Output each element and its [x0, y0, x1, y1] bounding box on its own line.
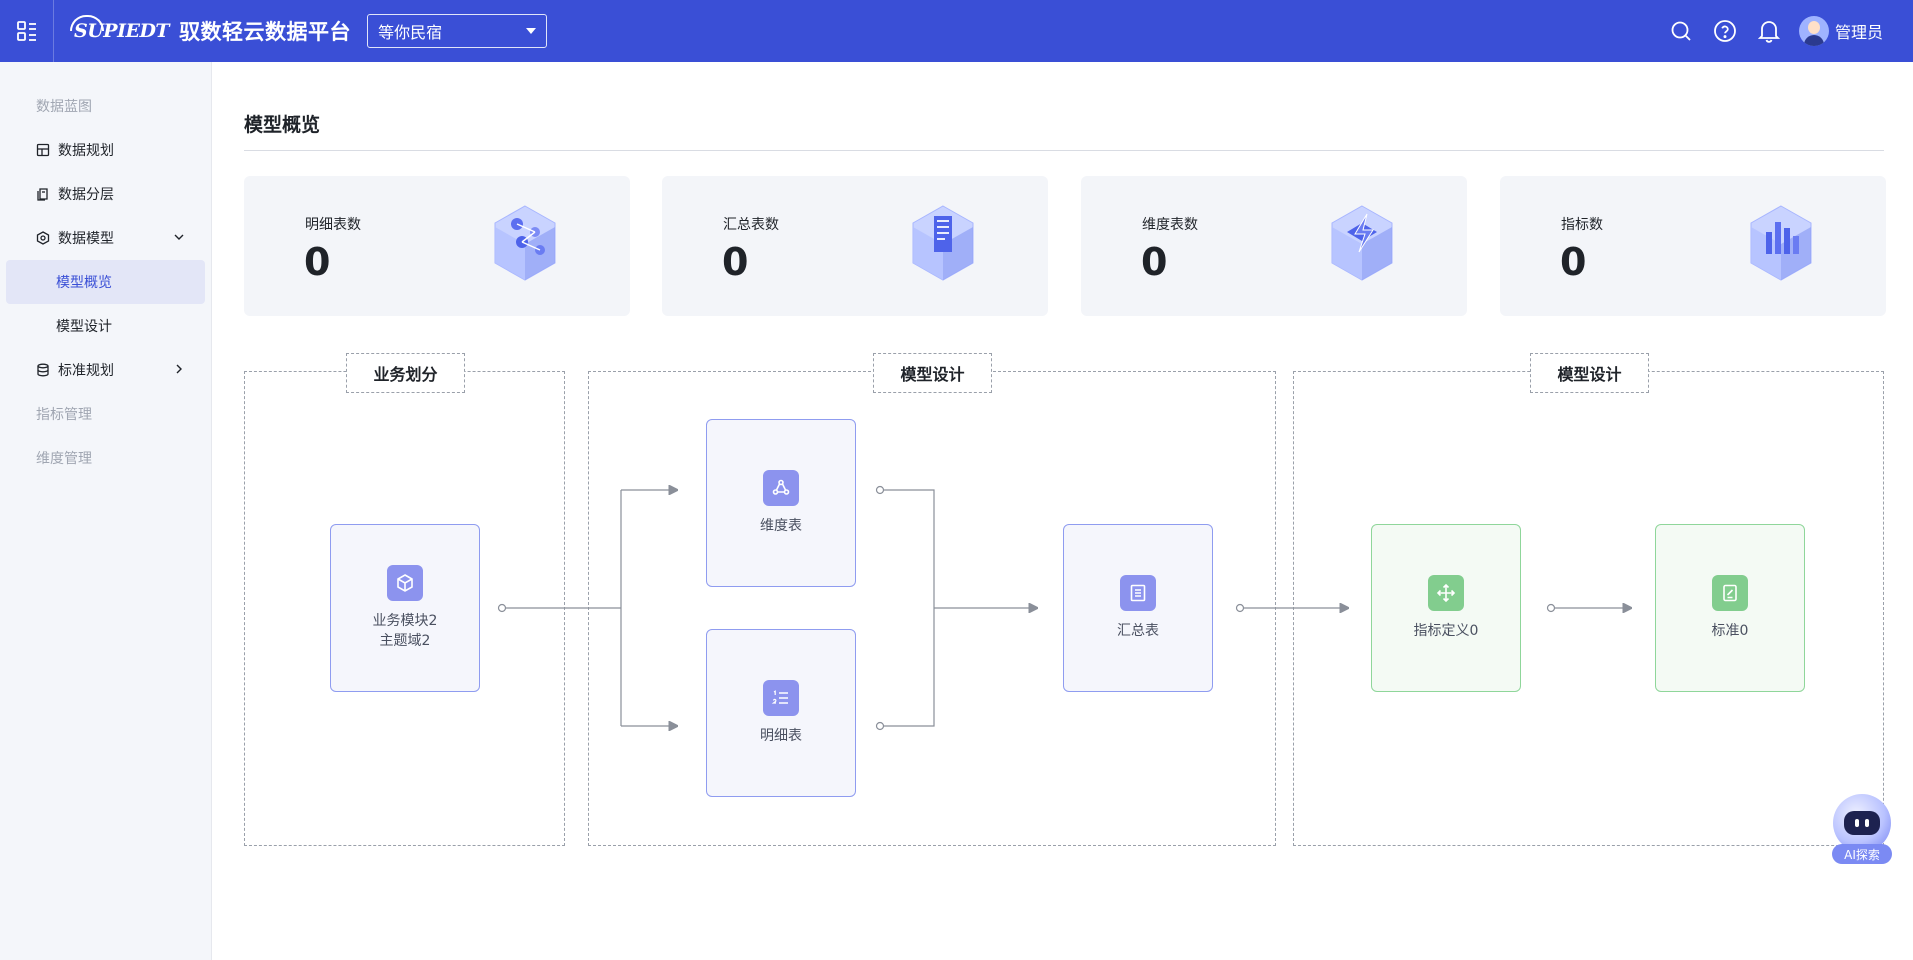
app-menu-button[interactable]	[0, 0, 54, 62]
sidebar-group-dimension-management[interactable]: 维度管理	[0, 436, 211, 480]
numbered-list-icon	[763, 680, 799, 716]
search-icon	[1671, 21, 1691, 41]
stat-card-detail-tables: 明细表数 0	[244, 176, 630, 316]
node-metric-definition[interactable]: 指标定义0	[1371, 524, 1521, 692]
ai-assistant-label: AI探索	[1832, 844, 1892, 864]
stat-card-metrics: 指标数 0	[1500, 176, 1886, 316]
brand-mark: SUPIEDT	[70, 15, 170, 42]
document-icon	[1120, 575, 1156, 611]
cube-icon	[387, 565, 423, 601]
section-label: 模型设计	[873, 353, 992, 393]
chevron-down-icon	[526, 28, 537, 34]
stat-value: 0	[304, 240, 331, 284]
node-label: 指标定义0	[1413, 623, 1479, 639]
help-button[interactable]	[1703, 9, 1747, 53]
sidebar-item-label: 数据规划	[58, 143, 114, 159]
stat-label: 汇总表数	[723, 217, 779, 233]
chevron-down-icon	[174, 234, 184, 240]
bell-icon	[1757, 21, 1780, 43]
node-sublabel: 主题域2	[379, 633, 431, 649]
node-label: 标准0	[1711, 623, 1749, 639]
node-dimension-table[interactable]: 维度表	[706, 419, 856, 587]
layout-icon	[36, 143, 50, 157]
stat-value: 0	[722, 240, 749, 284]
node-label: 维度表	[760, 518, 802, 534]
dimension-icon	[763, 470, 799, 506]
summary-table-illustration	[912, 205, 974, 281]
sidebar-group-metric-management[interactable]: 指标管理	[0, 392, 211, 436]
section-label: 业务划分	[346, 353, 465, 393]
sidebar-item-model-design[interactable]: 模型设计	[0, 304, 211, 348]
sidebar-item-label: 数据模型	[58, 231, 114, 247]
tenant-select[interactable]: 等你民宿	[367, 14, 548, 48]
node-label: 业务模块2	[372, 613, 438, 629]
sidebar-item-label: 数据分层	[58, 187, 114, 203]
stat-label: 维度表数	[1142, 217, 1198, 233]
sidebar-item-label: 维度管理	[36, 451, 92, 467]
node-label: 汇总表	[1117, 623, 1159, 639]
sidebar-item-label: 数据蓝图	[36, 99, 92, 115]
stat-label: 明细表数	[305, 217, 361, 233]
sidebar-item-label: 指标管理	[36, 407, 92, 423]
node-business-module[interactable]: 业务模块2 主题域2	[330, 524, 480, 692]
node-label: 明细表	[760, 728, 802, 744]
stat-card-summary-tables: 汇总表数 0	[662, 176, 1048, 316]
sidebar-item-data-layering[interactable]: 数据分层	[0, 172, 211, 216]
stat-value: 0	[1141, 240, 1168, 284]
sidebar: 数据蓝图 数据规划 数据分层 数据模型 模型概览 模型设计 标准规划 指标管理 …	[0, 62, 212, 960]
title-divider	[244, 150, 1884, 151]
avatar[interactable]	[1798, 16, 1829, 46]
help-icon	[1714, 20, 1736, 42]
username[interactable]: 管理员	[1834, 23, 1883, 42]
robot-icon	[1833, 794, 1891, 852]
model-icon	[36, 231, 50, 245]
node-standard[interactable]: 标准0	[1655, 524, 1805, 692]
notification-button[interactable]	[1747, 9, 1791, 53]
section-label: 模型设计	[1530, 353, 1649, 393]
sidebar-item-label: 标准规划	[58, 363, 114, 379]
sidebar-group-data-blueprint[interactable]: 数据蓝图	[0, 84, 211, 128]
sidebar-item-label: 模型设计	[56, 319, 112, 335]
sidebar-item-data-model[interactable]: 数据模型	[0, 216, 211, 260]
grid-menu-icon	[16, 21, 36, 41]
node-detail-table[interactable]: 明细表	[706, 629, 856, 797]
metric-illustration	[1750, 205, 1812, 281]
sidebar-item-label: 模型概览	[56, 275, 112, 291]
app-title: 驭数轻云数据平台	[179, 20, 352, 44]
stat-label: 指标数	[1561, 217, 1603, 233]
database-icon	[36, 363, 50, 377]
sidebar-item-standard-planning[interactable]: 标准规划	[0, 348, 211, 392]
sidebar-item-data-planning[interactable]: 数据规划	[0, 128, 211, 172]
ai-assistant-button[interactable]: AI探索	[1832, 794, 1892, 868]
dimension-table-illustration	[1331, 205, 1393, 281]
standard-doc-icon	[1712, 575, 1748, 611]
stat-card-dimension-tables: 维度表数 0	[1081, 176, 1467, 316]
layers-icon	[36, 187, 50, 201]
top-bar: SUPIEDT 驭数轻云数据平台 等你民宿 管理员	[0, 0, 1913, 62]
chevron-right-icon	[176, 364, 182, 374]
brand-logo: SUPIEDT 驭数轻云数据平台	[70, 15, 352, 46]
sidebar-item-model-overview[interactable]: 模型概览	[6, 260, 205, 304]
stat-value: 0	[1560, 240, 1587, 284]
node-summary-table[interactable]: 汇总表	[1063, 524, 1213, 692]
move-icon	[1428, 575, 1464, 611]
search-button[interactable]	[1659, 9, 1703, 53]
tenant-select-value: 等你民宿	[378, 23, 443, 42]
detail-table-illustration	[494, 205, 556, 281]
page-title: 模型概览	[244, 114, 321, 136]
